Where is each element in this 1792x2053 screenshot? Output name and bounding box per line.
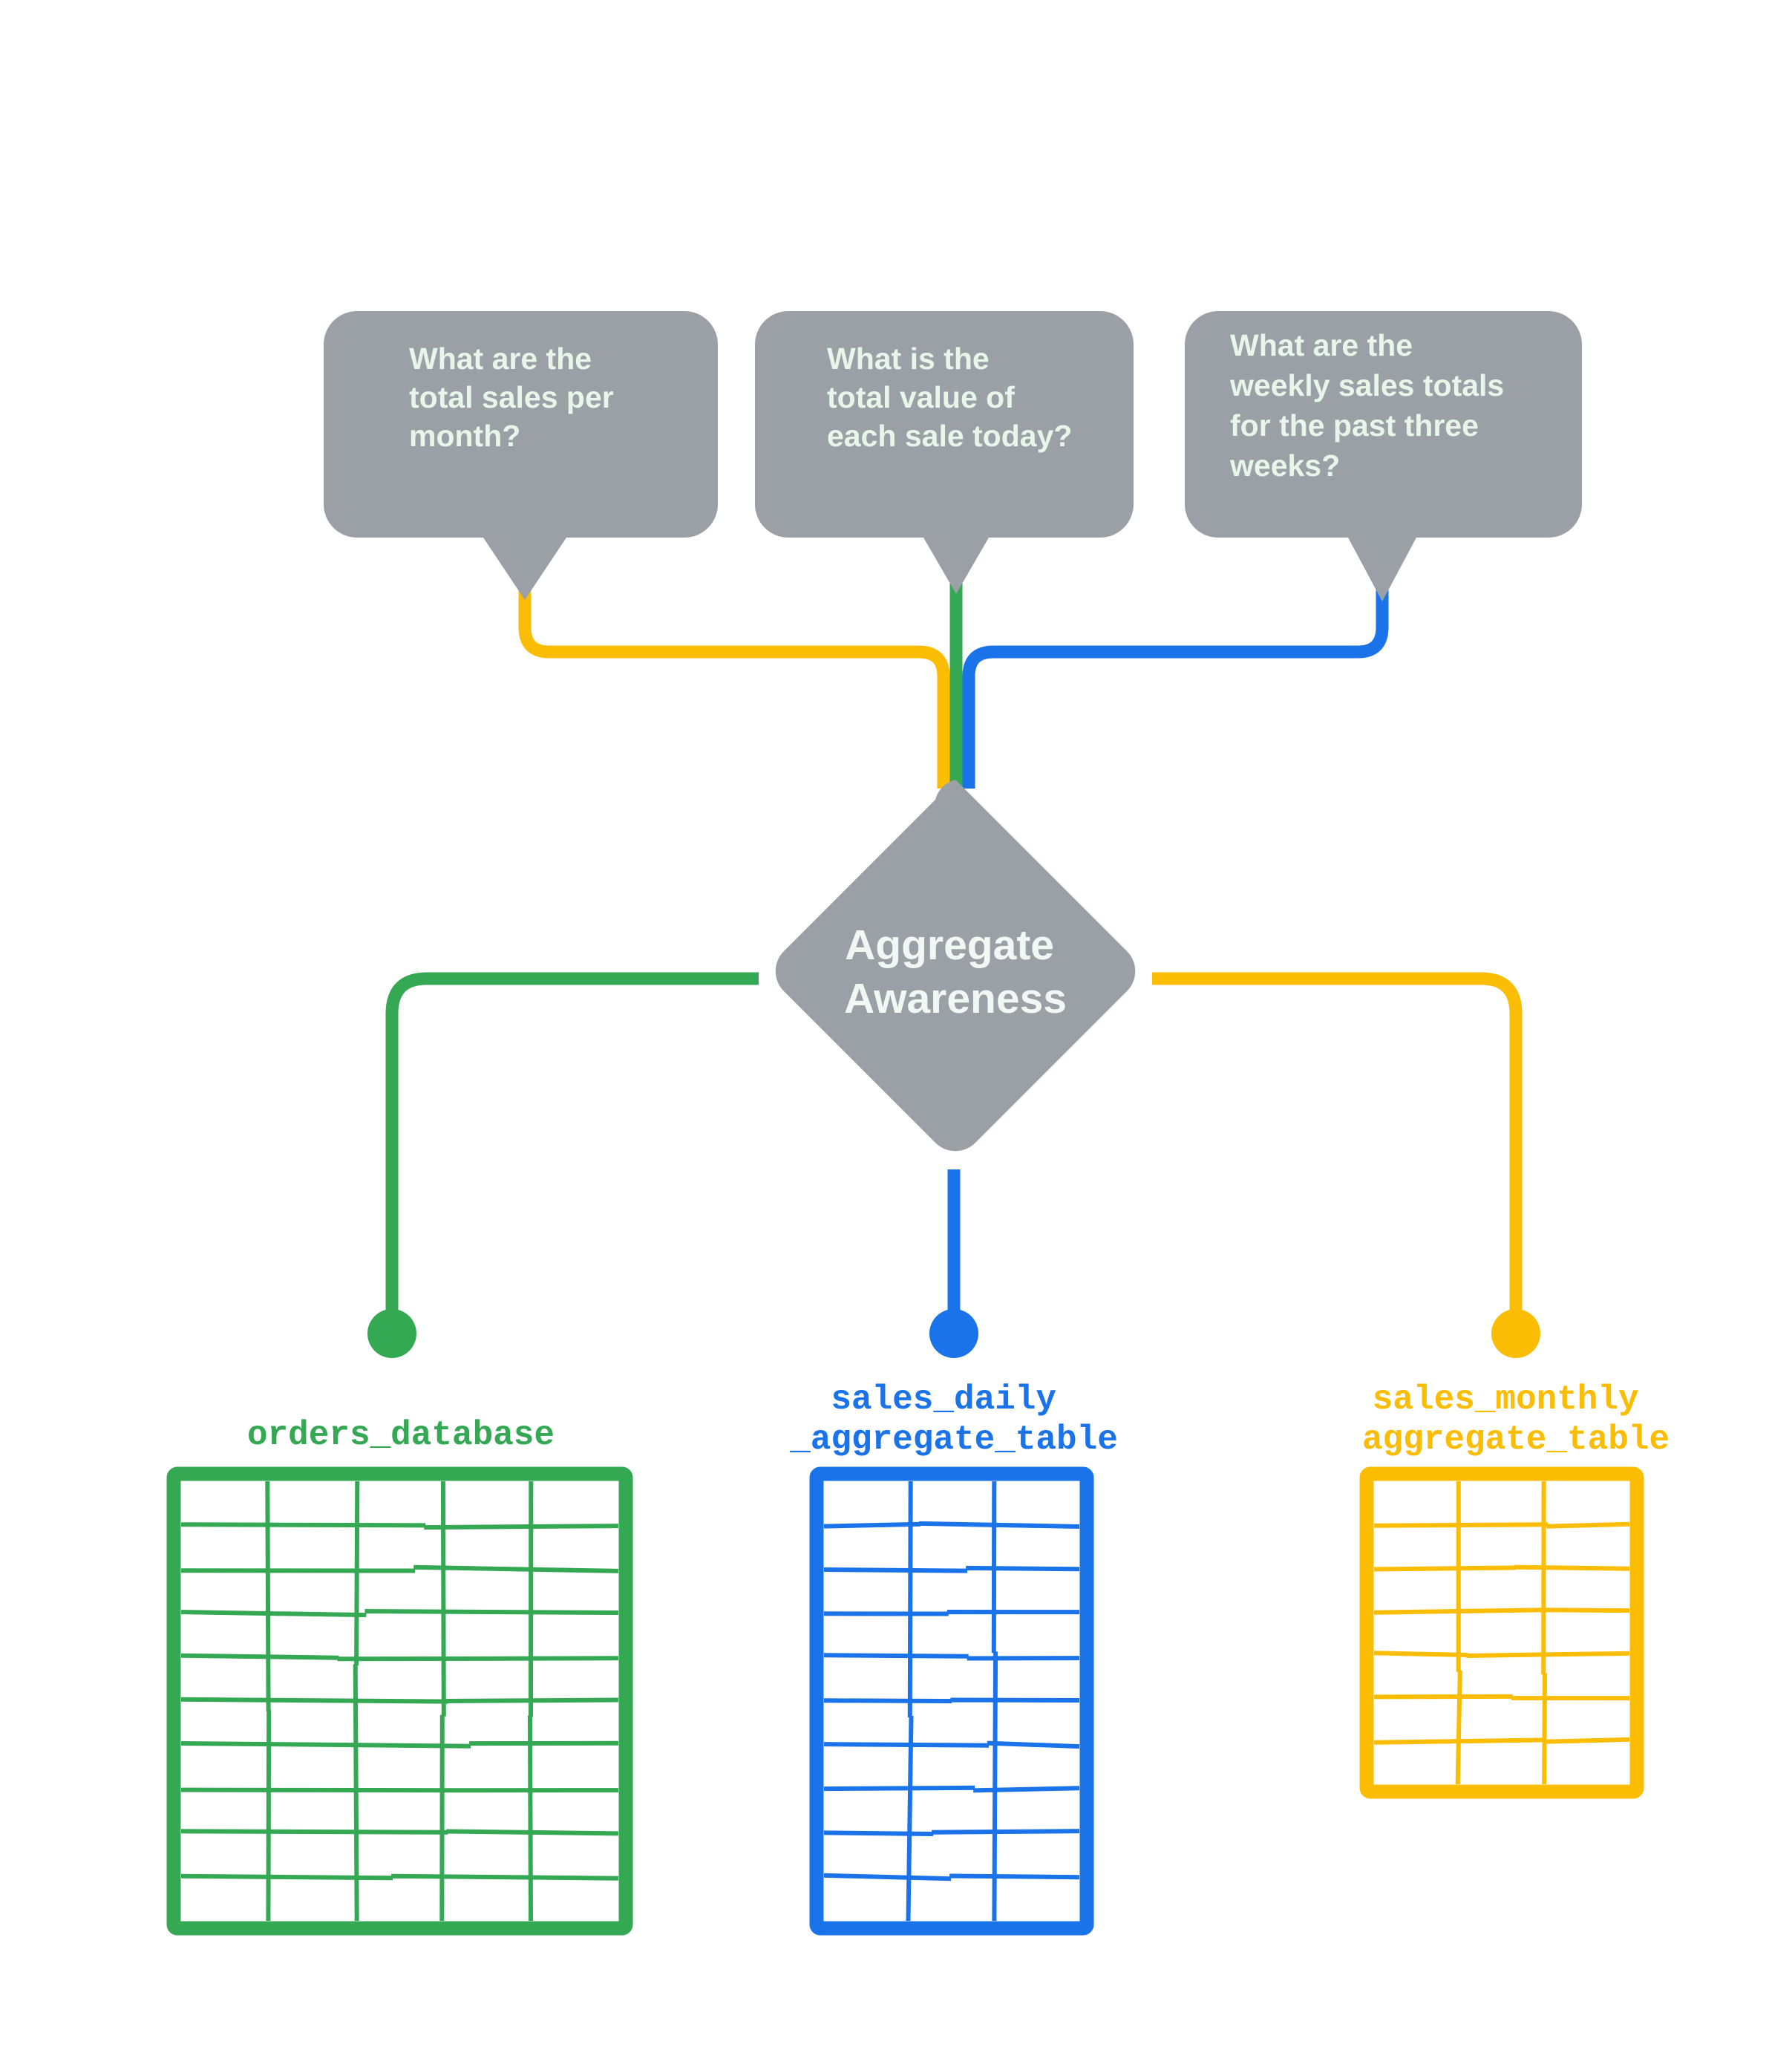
table-row-divider	[180, 1564, 619, 1573]
table-column-divider	[906, 1481, 914, 1922]
question-bubble-monthly-text: What are the total sales per month?	[409, 342, 622, 453]
table-labels: orders_database sales_daily _aggregate_t…	[247, 1380, 1670, 1459]
endpoint-dot-monthly-table	[1491, 1309, 1540, 1358]
bubble-body-monthly	[324, 311, 718, 600]
table-row-divider	[180, 1522, 619, 1530]
table-row-divider	[1373, 1564, 1630, 1572]
connector-center-to-monthly-table	[1152, 972, 1523, 1329]
question-bubble-monthly[interactable]: What are the total sales per month?	[324, 311, 718, 600]
connector-weekly-to-center	[962, 527, 1389, 789]
table-row-divider	[1373, 1694, 1630, 1701]
center-node-label: Aggregate Awareness	[844, 921, 1067, 1022]
table-column-divider	[1455, 1481, 1462, 1785]
center-node-diamond-shape	[775, 780, 1136, 1152]
question-bubble-weekly-text: What are the weekly sales totals for the…	[1229, 328, 1513, 483]
table-frame	[1359, 1466, 1644, 1799]
table-row-divider	[1373, 1651, 1630, 1658]
connector-center-to-orders	[385, 972, 759, 1329]
table-row-divider	[180, 1740, 619, 1749]
bubble-body-weekly	[1185, 311, 1582, 601]
question-bubble-daily-text: What is the total value of each sale tod…	[827, 342, 1072, 453]
table-frame	[809, 1466, 1094, 1936]
table-grid-orders-database	[166, 1466, 633, 1936]
table-grids	[166, 1466, 1644, 1936]
table-row-divider	[823, 1565, 1080, 1573]
connector-layer	[367, 520, 1540, 1358]
table-row-divider	[823, 1829, 1080, 1836]
table-column-divider	[1541, 1481, 1547, 1785]
question-bubbles: What are the total sales per month? What…	[324, 311, 1582, 601]
table-column-divider	[353, 1481, 360, 1922]
table-row-divider	[823, 1521, 1080, 1529]
table-label-sales-monthly: sales_monthly aggregate_table	[1362, 1380, 1670, 1459]
endpoint-dot-orders	[367, 1309, 416, 1358]
table-row-divider	[180, 1653, 619, 1662]
table-row-divider	[180, 1829, 619, 1836]
table-label-orders-database: orders_database	[247, 1416, 555, 1455]
table-column-divider	[991, 1481, 998, 1922]
table-grid-sales-monthly-aggregate-table	[1359, 1466, 1644, 1799]
question-bubble-daily[interactable]: What is the total value of each sale tod…	[755, 311, 1134, 594]
table-row-divider	[823, 1653, 1080, 1661]
center-node-aggregate-awareness[interactable]: Aggregate Awareness	[775, 780, 1136, 1152]
table-label-sales-daily: sales_daily _aggregate_table	[789, 1380, 1118, 1459]
table-row-divider	[180, 1787, 619, 1793]
table-row-divider	[1373, 1521, 1630, 1529]
table-row-divider	[823, 1785, 1080, 1793]
table-row-divider	[180, 1609, 619, 1618]
table-frame	[166, 1466, 633, 1936]
connector-monthly-to-center	[518, 542, 950, 789]
bubble-body-daily	[755, 311, 1134, 594]
table-row-divider	[823, 1610, 1080, 1616]
table-row-divider	[1373, 1608, 1630, 1615]
table-row-divider	[1373, 1737, 1630, 1745]
table-row-divider	[823, 1873, 1080, 1881]
table-column-divider	[439, 1481, 446, 1922]
table-row-divider	[180, 1873, 619, 1881]
table-column-divider	[528, 1481, 534, 1922]
table-row-divider	[823, 1697, 1080, 1703]
question-bubble-weekly[interactable]: What are the weekly sales totals for the…	[1185, 311, 1582, 601]
table-column-divider	[265, 1481, 272, 1922]
endpoint-dot-daily-table	[929, 1309, 978, 1358]
table-grid-sales-daily-aggregate-table	[809, 1466, 1094, 1936]
table-row-divider	[180, 1697, 619, 1704]
table-row-divider	[823, 1740, 1080, 1749]
